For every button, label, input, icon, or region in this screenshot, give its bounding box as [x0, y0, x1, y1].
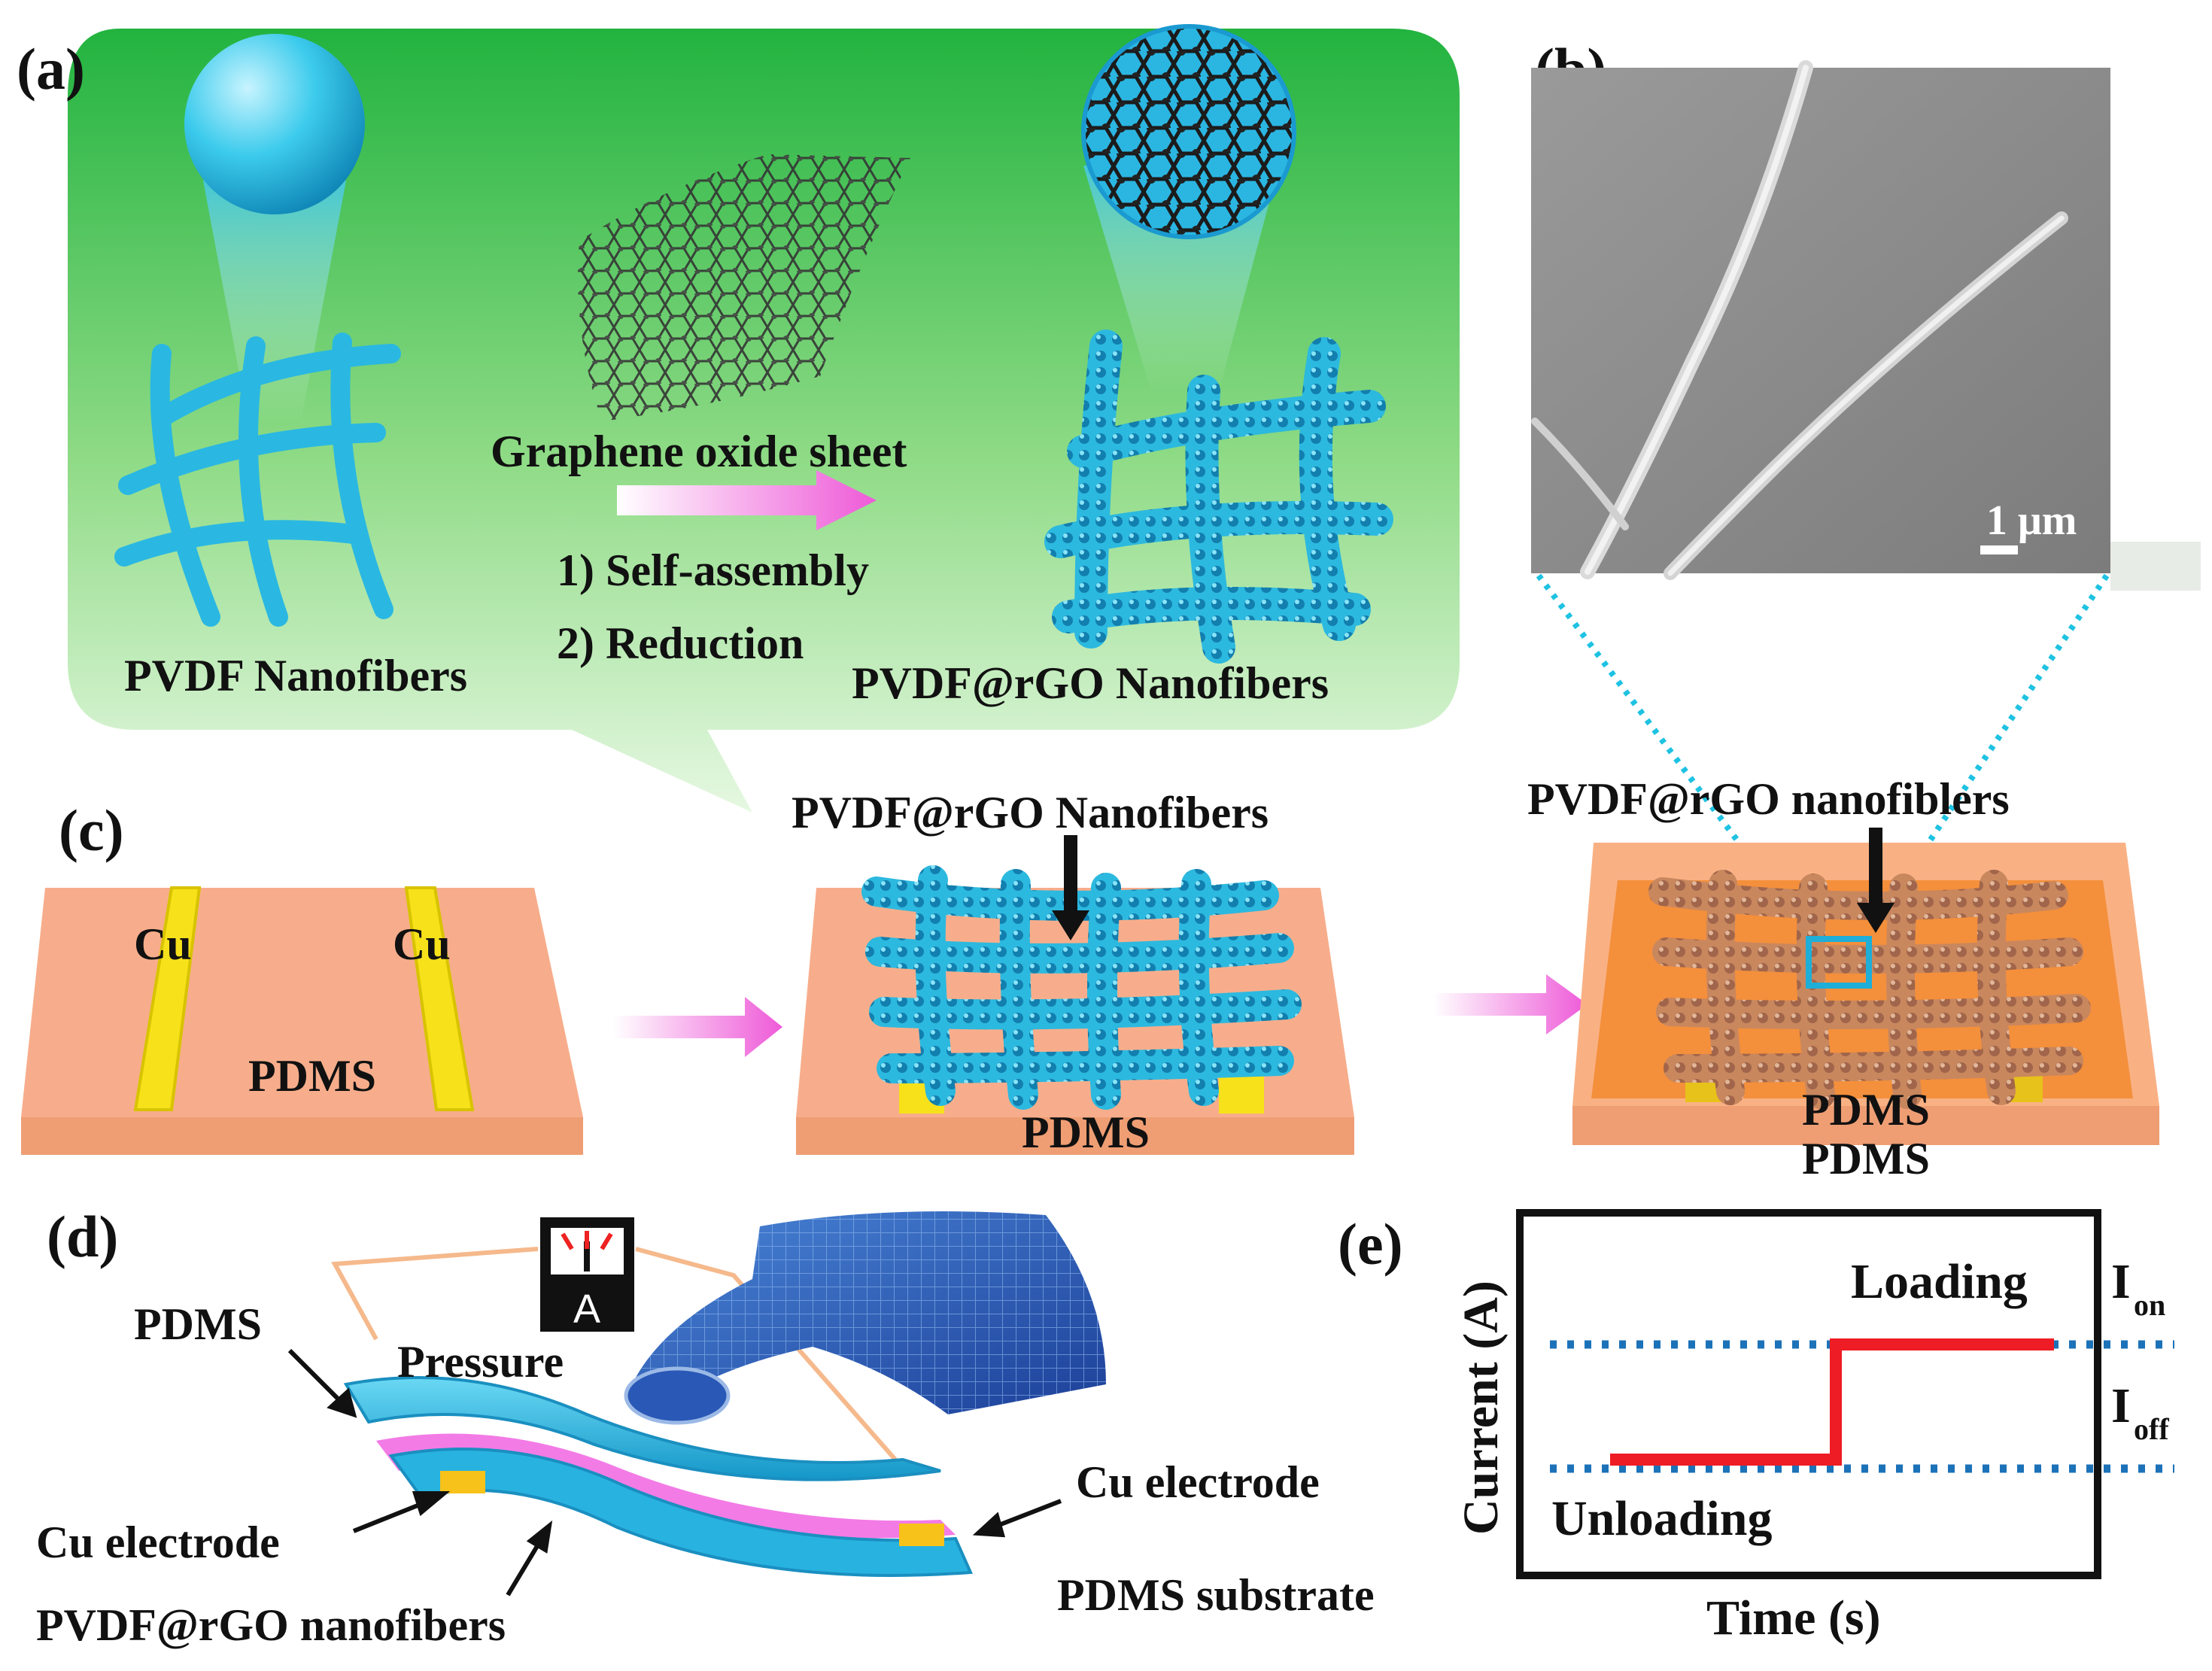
panel-d-letter: (d): [47, 1204, 118, 1269]
x-axis-label: Time (s): [1706, 1590, 1881, 1645]
sensor-strip: [343, 1376, 973, 1577]
panel-b: (b) 1 μm: [1531, 36, 2201, 939]
loading-label: Loading: [1851, 1254, 2028, 1309]
arrow-down-mid-shaft: [1064, 835, 1077, 918]
rgo-nanofibers-label: PVDF@rGO Nanofibers: [852, 658, 1329, 708]
zoom-box: [1806, 936, 1872, 989]
y-axis-label: Current (A): [1454, 1281, 1509, 1535]
arrow-down-right-shaft: [1869, 828, 1882, 910]
cu-label-left: Cu: [134, 919, 192, 969]
panel-a: (a) PVDF Nanofibers Graphene oxide sheet…: [17, 24, 1460, 813]
cu-electrode-right-label: Cu electrode: [1076, 1457, 1320, 1507]
i-off-subscript: off: [2134, 1412, 2169, 1446]
panel-c-letter: (c): [59, 798, 124, 863]
cu-label-right: Cu: [393, 919, 451, 969]
cu-electrode-left-label: Cu electrode: [36, 1518, 280, 1567]
pvdf-sphere: [184, 34, 365, 214]
pvdf-nanofibers-label: PVDF Nanofibers: [124, 651, 467, 700]
i-off-label: I: [2111, 1378, 2131, 1433]
hand-finger: [624, 1211, 1106, 1425]
callout-arrows-d: [287, 1348, 1062, 1597]
graphene-oxide-label: Graphene oxide sheet: [491, 427, 907, 476]
pdms-substrate-label: PDMS substrate: [1057, 1570, 1375, 1620]
panel-e: (e) Loading Unloading Time (s) Current (…: [1338, 1209, 2174, 1645]
rgo-fiber-grid: [1044, 330, 1393, 664]
rgo-sphere: [1081, 24, 1296, 239]
pdms-substrate-2: PVDF@rGO Nanofibers PDMS: [792, 788, 1354, 1157]
fibers-label-d: PVDF@rGO nanofibers: [36, 1600, 506, 1650]
process-arrow: [617, 470, 877, 530]
arrow-down-mid-head: [1052, 910, 1089, 940]
pdms-label-middle: PDMS: [1022, 1107, 1150, 1157]
pdms-substrate-1: Cu Cu PDMS: [21, 886, 583, 1155]
pdms-label-right-bottom: PDMS: [1802, 1134, 1930, 1183]
plot-frame: [1516, 1209, 2101, 1579]
panel-c: (c) Cu Cu PDMS: [21, 774, 2159, 1183]
step-self-assembly: 1) Self-assembly: [557, 545, 869, 595]
scale-bar: [1980, 545, 2018, 554]
graphene-oxide-sheet: [578, 154, 910, 421]
pdms-label-right-top: PDMS: [1802, 1085, 1930, 1135]
right-nanofiblers-label: PVDF@rGO nanofiblers: [1527, 774, 2010, 824]
circuit-wires: [331, 1247, 898, 1461]
scale-bar-label: 1 μm: [1986, 497, 2077, 544]
sem-fibers: [1531, 60, 2068, 580]
i-on-label: I: [2111, 1254, 2131, 1309]
ammeter-label: A: [573, 1287, 600, 1332]
ammeter-icon: A: [540, 1217, 634, 1332]
arrow-down-right-head: [1857, 903, 1894, 933]
pdms-substrate-3: PVDF@rGO nanofiblers PDMS PDMS: [1527, 774, 2159, 1183]
pressure-label: Pressure: [397, 1337, 564, 1387]
pdms-label-d: PDMS: [134, 1299, 262, 1349]
mid-nanofibers-label: PVDF@rGO Nanofibers: [792, 788, 1269, 837]
panel-a-letter: (a): [17, 36, 85, 102]
step-reduction: 2) Reduction: [557, 618, 804, 668]
arrow-c-1: [613, 997, 782, 1057]
pvdf-fiber-grid: [114, 333, 401, 627]
i-on-subscript: on: [2134, 1288, 2165, 1322]
arrow-c-2: [1433, 974, 1588, 1035]
current-step-line: [1610, 1338, 2054, 1466]
pdms-label-first: PDMS: [248, 1051, 376, 1101]
panel-d: (d) A PDMS: [36, 1204, 1375, 1650]
panel-e-letter: (e): [1338, 1211, 1403, 1277]
unloading-label: Unloading: [1551, 1491, 1772, 1546]
sem-edge-strip: [2110, 542, 2201, 591]
